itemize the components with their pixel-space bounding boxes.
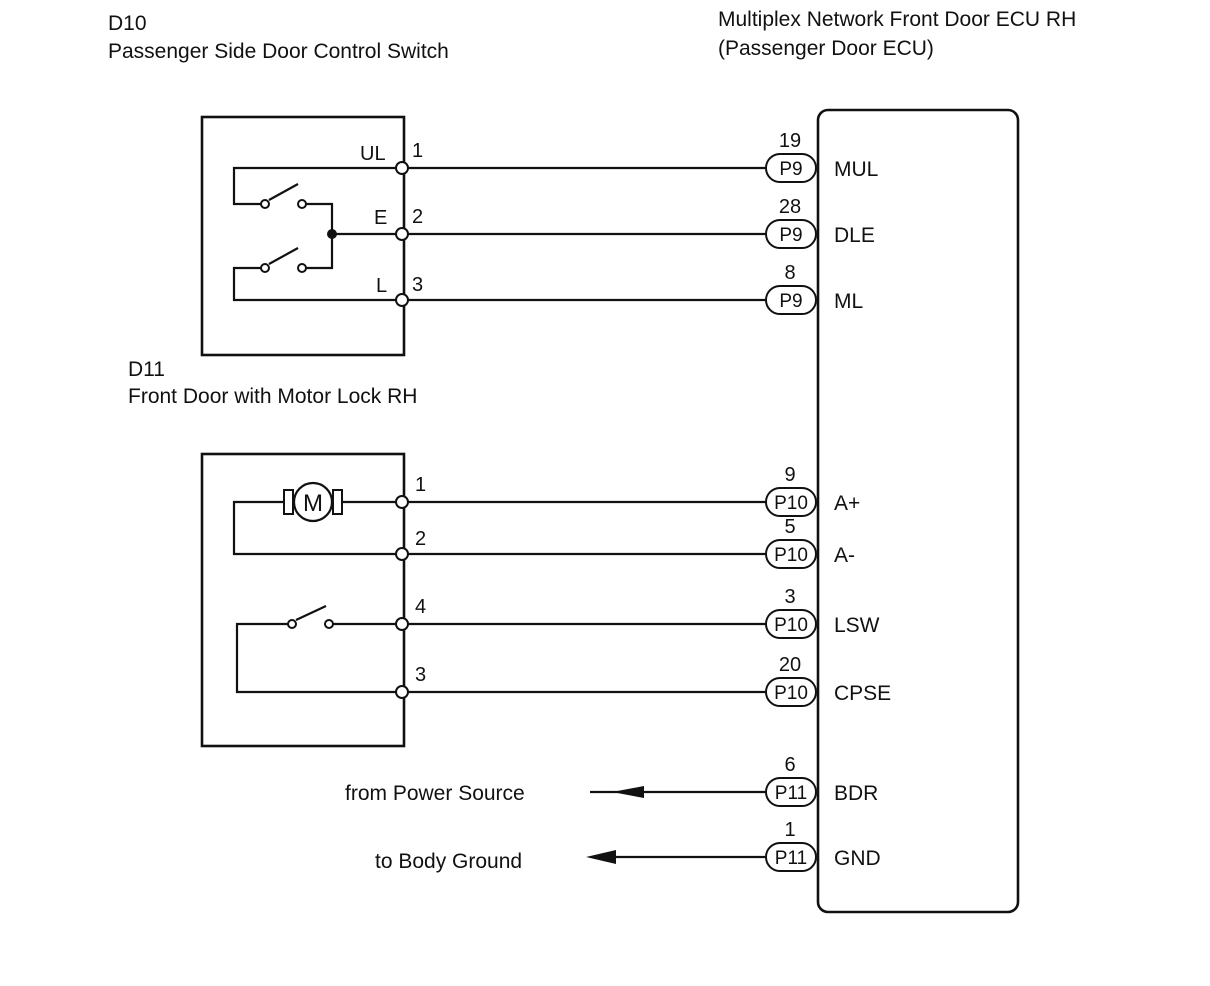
d11-pin-2: 2 <box>415 528 426 550</box>
terminal-number: 28 <box>779 196 801 218</box>
connector-pill <box>765 285 817 315</box>
motor-icon <box>292 481 334 523</box>
motor-symbol: M <box>303 490 323 517</box>
connector-pill <box>765 842 817 872</box>
terminal-number: 1 <box>784 819 795 841</box>
terminal-number: 8 <box>784 262 795 284</box>
connector-code: P10 <box>774 545 808 566</box>
terminal-name: BDR <box>834 782 878 805</box>
d10-switch-box: UL E L 1 2 3 <box>200 115 423 357</box>
terminal-name: A+ <box>834 492 860 515</box>
connector-code: P9 <box>779 291 802 312</box>
d11-code: D11 <box>128 358 165 381</box>
switch-contact <box>324 619 334 629</box>
power-source-label: from Power Source <box>345 782 525 805</box>
terminal-number: 9 <box>784 464 795 486</box>
terminal-name: DLE <box>834 224 875 247</box>
terminal-name: GND <box>834 847 881 870</box>
terminal-number: 3 <box>784 586 795 608</box>
motor-brush <box>283 489 294 515</box>
body-ground-label: to Body Ground <box>375 850 522 873</box>
connector-pill <box>765 677 817 707</box>
connector-pill <box>765 487 817 517</box>
ecu-box <box>816 108 1020 914</box>
ecu-terminal-ml: P9 8ML <box>765 262 863 315</box>
connector-code: P10 <box>774 683 808 704</box>
connector-pill <box>765 219 817 249</box>
terminal-number: 19 <box>779 130 801 152</box>
label-e: E <box>374 207 387 229</box>
d10-pin-2: 2 <box>412 206 423 228</box>
d10-code: D10 <box>108 12 147 35</box>
connector-pill <box>765 777 817 807</box>
switch-contact <box>260 263 270 273</box>
connector-pill <box>765 153 817 183</box>
ecu-title-line1: Multiplex Network Front Door ECU RH <box>718 8 1076 31</box>
connector-code: P9 <box>779 159 802 180</box>
terminal-name: ML <box>834 290 863 313</box>
terminal-name: MUL <box>834 158 878 181</box>
label-l: L <box>376 275 387 297</box>
terminal-number: 6 <box>784 754 795 776</box>
terminal-number: 5 <box>784 516 795 538</box>
connector-code: P11 <box>775 848 807 869</box>
arrow-icon <box>612 786 644 798</box>
d11-name: Front Door with Motor Lock RH <box>128 385 417 408</box>
terminal-nodes <box>395 161 409 699</box>
connector-code: P10 <box>774 615 808 636</box>
d11-pin-3: 3 <box>415 664 426 686</box>
terminal-number: 20 <box>779 654 801 676</box>
ecu-terminals: P919MULP928DLEP98MLP109A+P105A-P103LSWP1… <box>765 130 891 872</box>
connector-pill <box>765 609 817 639</box>
d10-pin-3: 3 <box>412 274 423 296</box>
d10-pin-1: 1 <box>412 140 423 162</box>
junction-dot <box>327 229 337 239</box>
d10-name: Passenger Side Door Control Switch <box>108 40 449 63</box>
switch-contact <box>297 263 307 273</box>
terminal-name: CPSE <box>834 682 891 705</box>
label-ul: UL <box>360 143 386 165</box>
switch-contact <box>287 619 297 629</box>
motor-brush <box>332 489 343 515</box>
connector-code: P10 <box>774 493 808 514</box>
ecu-terminal-a-: P10 5A- <box>765 516 855 569</box>
ecu-terminal-a-: P10 9A+ <box>765 464 860 517</box>
d11-motor-lock-box: M 1 2 4 3 <box>200 452 426 748</box>
connector-code: P11 <box>775 783 807 804</box>
harness-wires <box>402 166 766 864</box>
switch-contact <box>297 199 307 209</box>
connector-code: P9 <box>779 225 802 246</box>
ecu-title-line2: (Passenger Door ECU) <box>718 37 934 60</box>
switch-contact <box>260 199 270 209</box>
d11-pin-1: 1 <box>415 474 426 496</box>
d11-pin-4: 4 <box>415 596 426 618</box>
terminal-name: LSW <box>834 614 880 637</box>
arrow-icon <box>586 850 616 864</box>
terminal-name: A- <box>834 544 855 567</box>
connector-pill <box>765 539 817 569</box>
